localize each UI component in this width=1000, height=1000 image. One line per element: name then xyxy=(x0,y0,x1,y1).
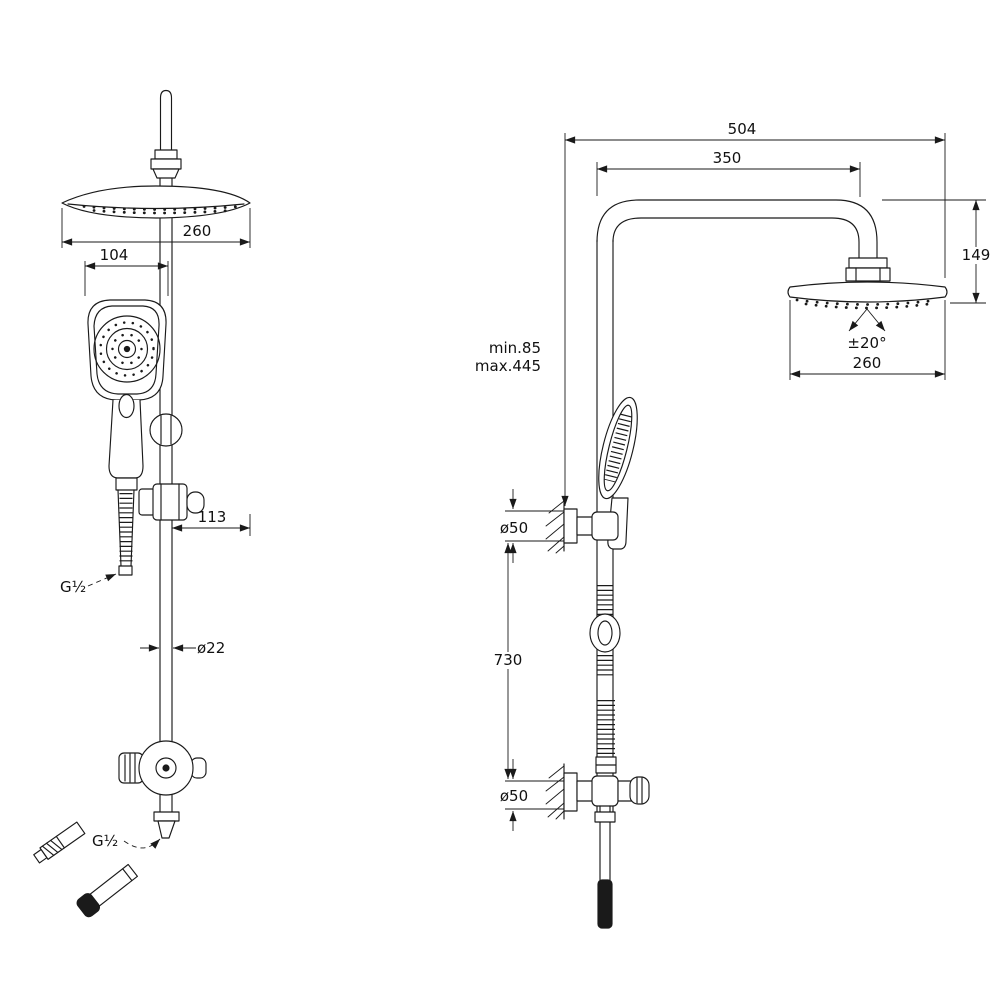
side-bottom-wall-bracket xyxy=(545,763,650,820)
side-dim-bracket-spacing: 730 xyxy=(491,543,525,779)
front-dia22-label: ø22 xyxy=(197,639,225,657)
front-g12-top-label: G½ xyxy=(60,578,86,596)
side-dim-260-label: 260 xyxy=(853,354,882,372)
front-hose-end-upper xyxy=(33,821,86,864)
front-slider-bracket xyxy=(138,483,205,521)
side-dim-overall-width: 504 xyxy=(561,120,946,506)
front-hand-shower xyxy=(87,299,167,576)
side-bottom-hose xyxy=(594,805,616,929)
front-overhead-shower-head xyxy=(61,185,251,219)
side-dia50-top-label: ø50 xyxy=(500,519,528,537)
front-top-connector xyxy=(150,89,182,179)
front-dim-bracket-offset: 113 xyxy=(172,508,251,536)
front-dim-104-label: 104 xyxy=(100,246,129,264)
side-overhead-shower-head xyxy=(787,281,948,310)
front-pipe-ring xyxy=(149,413,183,447)
side-riser-adjust-range: min.85 max.445 xyxy=(475,339,541,375)
front-dim-260-label: 260 xyxy=(183,222,212,240)
front-dim-hand-shower-width: 104 xyxy=(84,246,169,296)
side-shower-arm xyxy=(596,199,891,282)
front-hose-thread-callout: G½ xyxy=(60,573,117,596)
front-diverter-valve xyxy=(118,740,207,839)
front-outlet-thread-callout: G½ xyxy=(92,832,161,850)
side-top-bracket-diameter: ø50 xyxy=(500,489,564,563)
side-dim-149-label: 149 xyxy=(962,246,991,264)
side-dim-350-label: 350 xyxy=(713,149,742,167)
front-dim-head-width: 260 xyxy=(61,208,251,248)
side-dim-arm-reach: 350 xyxy=(596,149,861,197)
front-g12-bottom-label: G½ xyxy=(92,832,118,850)
side-head-tilt-callout: ±20° xyxy=(847,308,887,352)
side-tilt-label: ±20° xyxy=(847,334,886,352)
side-riser-min-label: min.85 xyxy=(489,339,541,357)
side-dim-504-label: 504 xyxy=(728,120,757,138)
side-dia50-bottom-label: ø50 xyxy=(500,787,528,805)
front-dim-113-label: 113 xyxy=(198,508,227,526)
side-hose-sections xyxy=(589,585,621,774)
front-riser-pipe xyxy=(159,175,173,743)
front-hose-end-lower xyxy=(76,863,138,918)
side-view: 504 350 149 ±20° 260 xyxy=(475,120,995,929)
side-top-wall-bracket xyxy=(545,499,619,554)
front-view: 260 xyxy=(33,89,251,918)
side-dim-head-width: 260 xyxy=(789,300,946,380)
side-bottom-bracket-diameter: ø50 xyxy=(500,759,564,831)
side-riser-max-label: max.445 xyxy=(475,357,541,375)
side-dim-730-label: 730 xyxy=(494,651,523,669)
front-pipe-diameter-callout: ø22 xyxy=(140,639,225,657)
side-dim-head-drop: 149 xyxy=(882,199,995,304)
